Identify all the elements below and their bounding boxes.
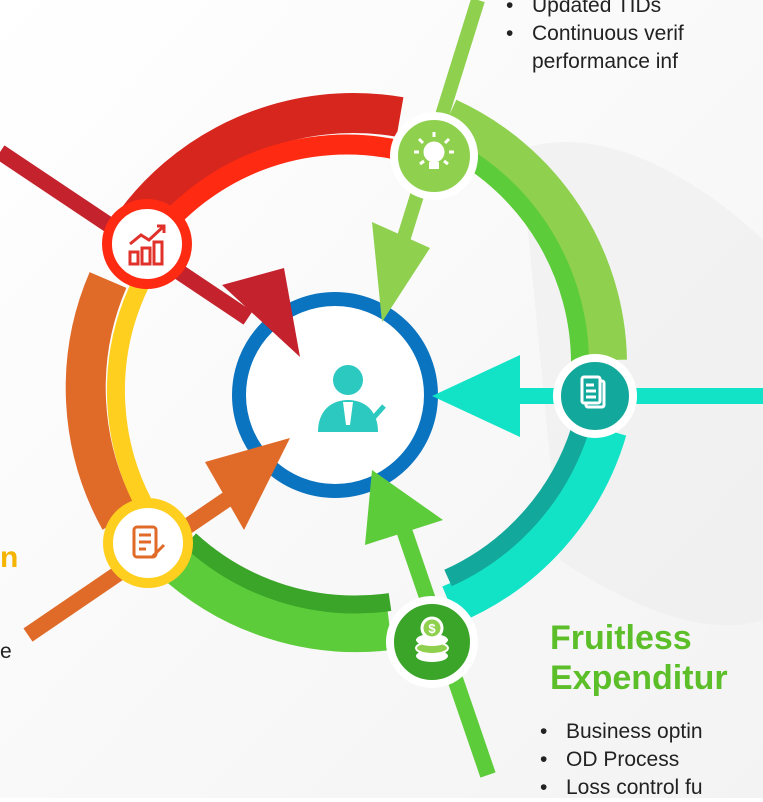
bullet-item: Loss control fu [540,774,703,802]
coins-node: $ [386,596,478,688]
arrow-green-head [365,470,443,545]
ring-segment-teal [442,424,627,624]
lightbulb-node [390,112,478,200]
coins-icon: $ [415,616,449,662]
ring-segment-lime-inner [453,144,589,363]
arrow-lime-head [372,222,430,322]
left-heading-fragment: n [0,541,19,574]
arrow-orange-head [205,438,290,530]
ring-segment-teal-inner [444,427,589,587]
bullet-continuation: performance inf [532,50,678,73]
ring-segment-orange [65,272,138,530]
ring-segment-green [158,545,393,653]
businessman-icon [318,365,386,432]
growth-node [102,199,192,289]
left-text-fragment: e [0,640,12,663]
fruitless-heading-line2: Expenditur [550,659,728,697]
document-node [553,354,637,438]
ring-segment-green-inner [183,533,392,614]
edit-document-icon [132,525,166,559]
growth-chart-icon [128,224,166,266]
arrow-red-head [222,268,300,357]
fruitless-heading-line1: Fruitless [550,619,692,657]
top-right-bullet-list: Updated TIDs Continuous verif [506,0,684,48]
edit-node [103,498,193,588]
bullet-item: Continuous verif [506,20,684,48]
bottom-right-bullet-list: Business optin OD Process Loss control f… [540,718,703,802]
document-icon [580,375,606,409]
bullet-item: Business optin [540,718,703,746]
bullet-item: Updated TIDs [506,0,684,20]
bullet-item: OD Process [540,746,703,774]
arrow-teal-head [432,355,520,437]
lightbulb-icon [414,132,454,169]
ring-segment-lime [439,99,627,361]
ring-segment-yellow [106,281,158,520]
svg-text:$: $ [428,621,436,636]
